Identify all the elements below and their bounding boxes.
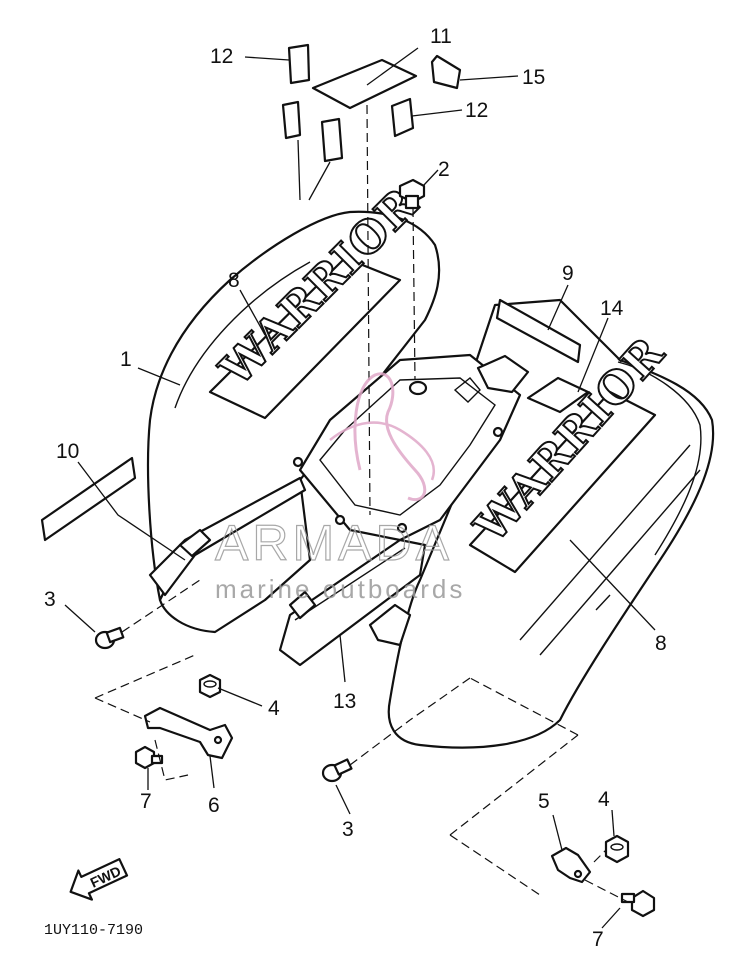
callout-5: 5: [538, 790, 550, 813]
decal-12-left-b: [320, 117, 344, 163]
seal-decal-group: [281, 43, 462, 163]
right-wing-stripe-a: [519, 444, 691, 641]
frame-rail-right-detail: [294, 547, 406, 621]
recess-tab: [453, 377, 481, 403]
watermark-logo-icon: [329, 372, 435, 502]
part-code: 1UY110-7190: [44, 922, 143, 939]
watermark-tagline: marine outboards: [215, 574, 465, 604]
bracket-5: [550, 846, 592, 884]
left-wing-stripe: [174, 261, 311, 409]
callout-4-upper: 4: [268, 697, 280, 720]
leader-lines: [64, 47, 656, 929]
nut-4-lower: [604, 834, 630, 864]
frame-rail-left-tab: [178, 528, 212, 558]
mount-hole: [396, 522, 408, 534]
decal-15: [430, 54, 462, 90]
decal-11: [311, 58, 418, 110]
latch-hole: [408, 380, 428, 396]
frame-rail-right-tab: [288, 590, 317, 620]
warrior-decal-right-plate: [468, 390, 657, 574]
callout-3-center: 3: [342, 818, 354, 841]
callout-12-upper: 12: [210, 45, 233, 68]
decal-9: [495, 298, 582, 364]
fwd-arrow: FWD: [69, 858, 129, 901]
mount-hole: [492, 426, 504, 438]
callout-15: 15: [522, 66, 545, 89]
watermark-brand: ARMADA: [215, 515, 453, 571]
callout-4-lower: 4: [598, 788, 610, 811]
callout-7-lower: 7: [592, 928, 604, 951]
decal-14: [526, 376, 590, 414]
bolt-2: [398, 178, 426, 210]
watermark: ARMADA marine outboards: [214, 372, 465, 604]
callout-labels: 1 2 3 3 4 4 5 6 7 7 8 8 9 10 11 12 12 13…: [44, 25, 667, 951]
bolt-7-upper: [134, 745, 164, 770]
decal-10: [40, 456, 137, 542]
callout-1: 1: [120, 348, 132, 371]
seat-recess-inner: [319, 377, 496, 516]
callout-8-right: 8: [655, 632, 667, 655]
callout-11: 11: [430, 25, 452, 48]
right-wing-stripe-c: [595, 594, 611, 611]
recess-grab: [476, 354, 530, 394]
seat-recess: [298, 353, 522, 542]
bracket-6: [143, 706, 234, 760]
warrior-decal-left-plate: [208, 256, 402, 420]
fender-right-edge: [617, 361, 702, 556]
rear-fender: [146, 210, 715, 749]
bracket-5-hole: [573, 869, 583, 879]
callout-13: 13: [333, 690, 356, 713]
callout-6: 6: [208, 794, 220, 817]
mud-flap: [368, 603, 412, 647]
callout-7-upper: 7: [140, 790, 152, 813]
decal-12-right: [390, 97, 415, 138]
mount-hole: [292, 456, 304, 468]
bolt-3-center: [321, 758, 353, 783]
fender-left-skirt: [158, 478, 312, 634]
callout-3-left: 3: [44, 588, 56, 611]
mount-hole: [334, 514, 346, 526]
callout-2: 2: [438, 158, 450, 181]
nut-4-upper: [198, 673, 222, 699]
callout-14: 14: [600, 297, 624, 320]
callout-9: 9: [562, 262, 574, 285]
frame-rail-right: [278, 538, 427, 667]
callout-12-right: 12: [465, 99, 488, 122]
bolt-7-lower: [620, 889, 656, 918]
decal-12-upper: [287, 43, 311, 85]
bolt-3-left: [94, 626, 125, 650]
callout-10: 10: [56, 440, 79, 463]
decal-12-left-a: [281, 100, 302, 140]
assembly-lines: [94, 104, 629, 903]
right-wing-stripe-b: [539, 469, 701, 656]
bracket-6-hole: [213, 735, 223, 745]
callout-8-left: 8: [228, 269, 240, 292]
